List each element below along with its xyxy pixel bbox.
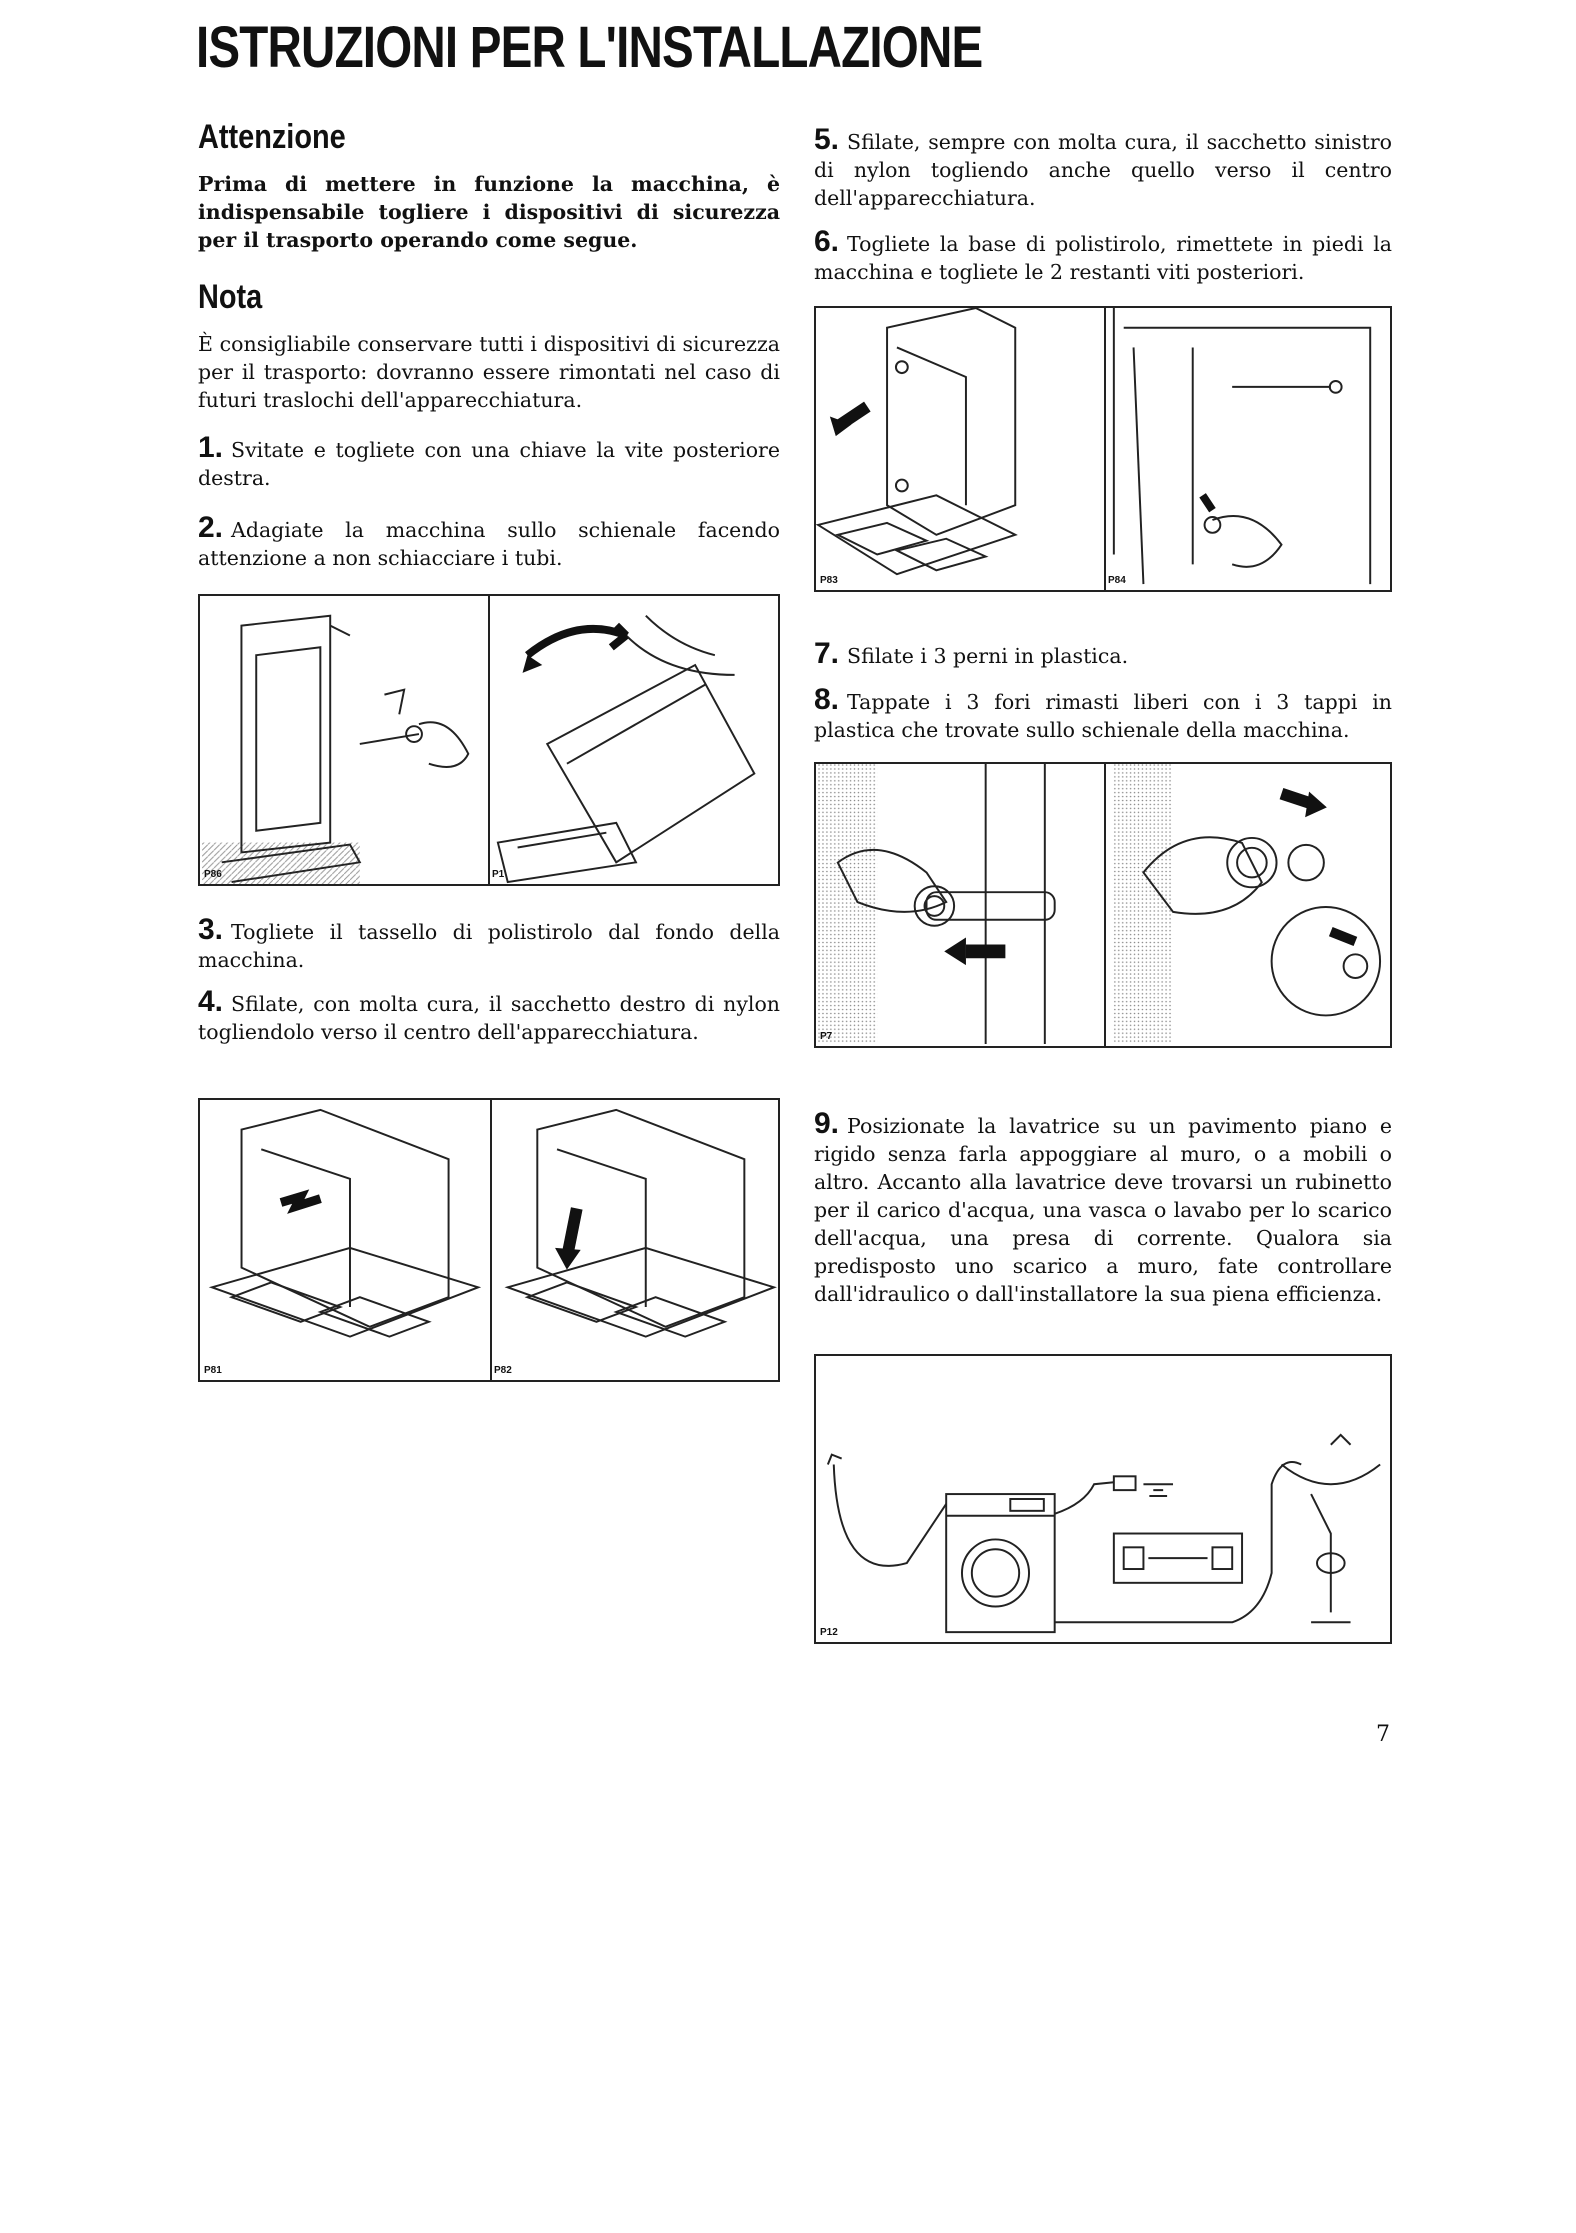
figure-label: P86 xyxy=(204,869,222,880)
step-number: 5. xyxy=(814,123,840,156)
figure-label: P84 xyxy=(1108,575,1126,586)
figure-machine-placement: P12 xyxy=(814,1354,1392,1644)
step-number: 4. xyxy=(198,985,224,1018)
figure-remove-base: P83 P84 xyxy=(814,306,1392,592)
step-text: Svitate e togliete con una chiave la vit… xyxy=(198,438,780,490)
step-4: 4.Sfilate, con molta cura, il sacchetto … xyxy=(198,985,780,1046)
step-number: 1. xyxy=(198,431,224,464)
step-9: 9.Posizionate la lavatrice su un pavimen… xyxy=(814,1107,1392,1308)
illustration-pins-and-caps xyxy=(818,764,1382,1045)
attenzione-heading: Attenzione xyxy=(198,118,346,156)
figure-label: P83 xyxy=(820,575,838,586)
illustration-rear-screws xyxy=(816,308,1372,585)
step-number: 3. xyxy=(198,913,224,946)
figure-label: P81 xyxy=(204,1365,222,1376)
figure-unscrew-and-lay-down: P86 P1 xyxy=(198,594,780,886)
figure-remove-nylon-bags: P81 P82 xyxy=(198,1098,780,1382)
figure-label: P7 xyxy=(820,1031,833,1042)
step-number: 8. xyxy=(814,683,840,716)
step-text: Tappate i 3 fori rimasti liberi con i 3 … xyxy=(814,690,1392,742)
nota-heading: Nota xyxy=(198,278,263,316)
step-number: 9. xyxy=(814,1107,840,1140)
illustration-machine-back-screw xyxy=(201,614,756,884)
step-text: Sfilate, sempre con molta cura, il sacch… xyxy=(814,130,1392,210)
step-text: Posizionate la lavatrice su un pavimento… xyxy=(814,1114,1392,1306)
step-text: Sfilate, con molta cura, il sacchetto de… xyxy=(198,992,780,1044)
figure-plastic-pins: P7 xyxy=(814,762,1392,1048)
figure-label: P12 xyxy=(820,1627,838,1638)
illustration-machine-base xyxy=(208,1108,777,1338)
panel-divider xyxy=(1104,308,1106,590)
step-2: 2.Adagiate la macchina sullo schienale f… xyxy=(198,511,780,572)
step-3: 3.Togliete il tassello di polistirolo da… xyxy=(198,913,780,974)
page-number: 7 xyxy=(1376,1722,1390,1747)
step-text: Togliete la base di polistirolo, rimette… xyxy=(814,232,1392,284)
step-text: Adagiate la macchina sullo schienale fac… xyxy=(198,518,780,570)
nota-text: È consigliabile conservare tutti i dispo… xyxy=(198,332,780,412)
figure-label: P82 xyxy=(494,1365,512,1376)
step-8: 8.Tappate i 3 fori rimasti liberi con i … xyxy=(814,683,1392,744)
step-text: Togliete il tassello di polistirolo dal … xyxy=(198,920,780,972)
step-7: 7. Sfilate i 3 perni in plastica. xyxy=(814,637,1392,670)
attenzione-text: Prima di mettere in funzione la macchina… xyxy=(198,172,780,252)
step-number: 7. xyxy=(814,637,840,670)
figure-label: P1 xyxy=(492,869,505,880)
panel-divider xyxy=(488,596,490,884)
step-1: 1.Svitate e togliete con una chiave la v… xyxy=(198,431,780,492)
step-number: 2. xyxy=(198,511,224,544)
step-5: 5.Sfilate, sempre con molta cura, il sac… xyxy=(814,123,1392,212)
step-6: 6.Togliete la base di polistirolo, rimet… xyxy=(814,225,1392,286)
step-number: 6. xyxy=(814,225,840,258)
illustration-washing-machine-connections xyxy=(826,1433,1381,1634)
page-title: ISTRUZIONI PER L'INSTALLAZIONE xyxy=(196,15,983,80)
step-text: Sfilate i 3 perni in plastica. xyxy=(847,644,1129,668)
panel-divider xyxy=(1104,764,1106,1046)
panel-divider xyxy=(490,1100,492,1380)
